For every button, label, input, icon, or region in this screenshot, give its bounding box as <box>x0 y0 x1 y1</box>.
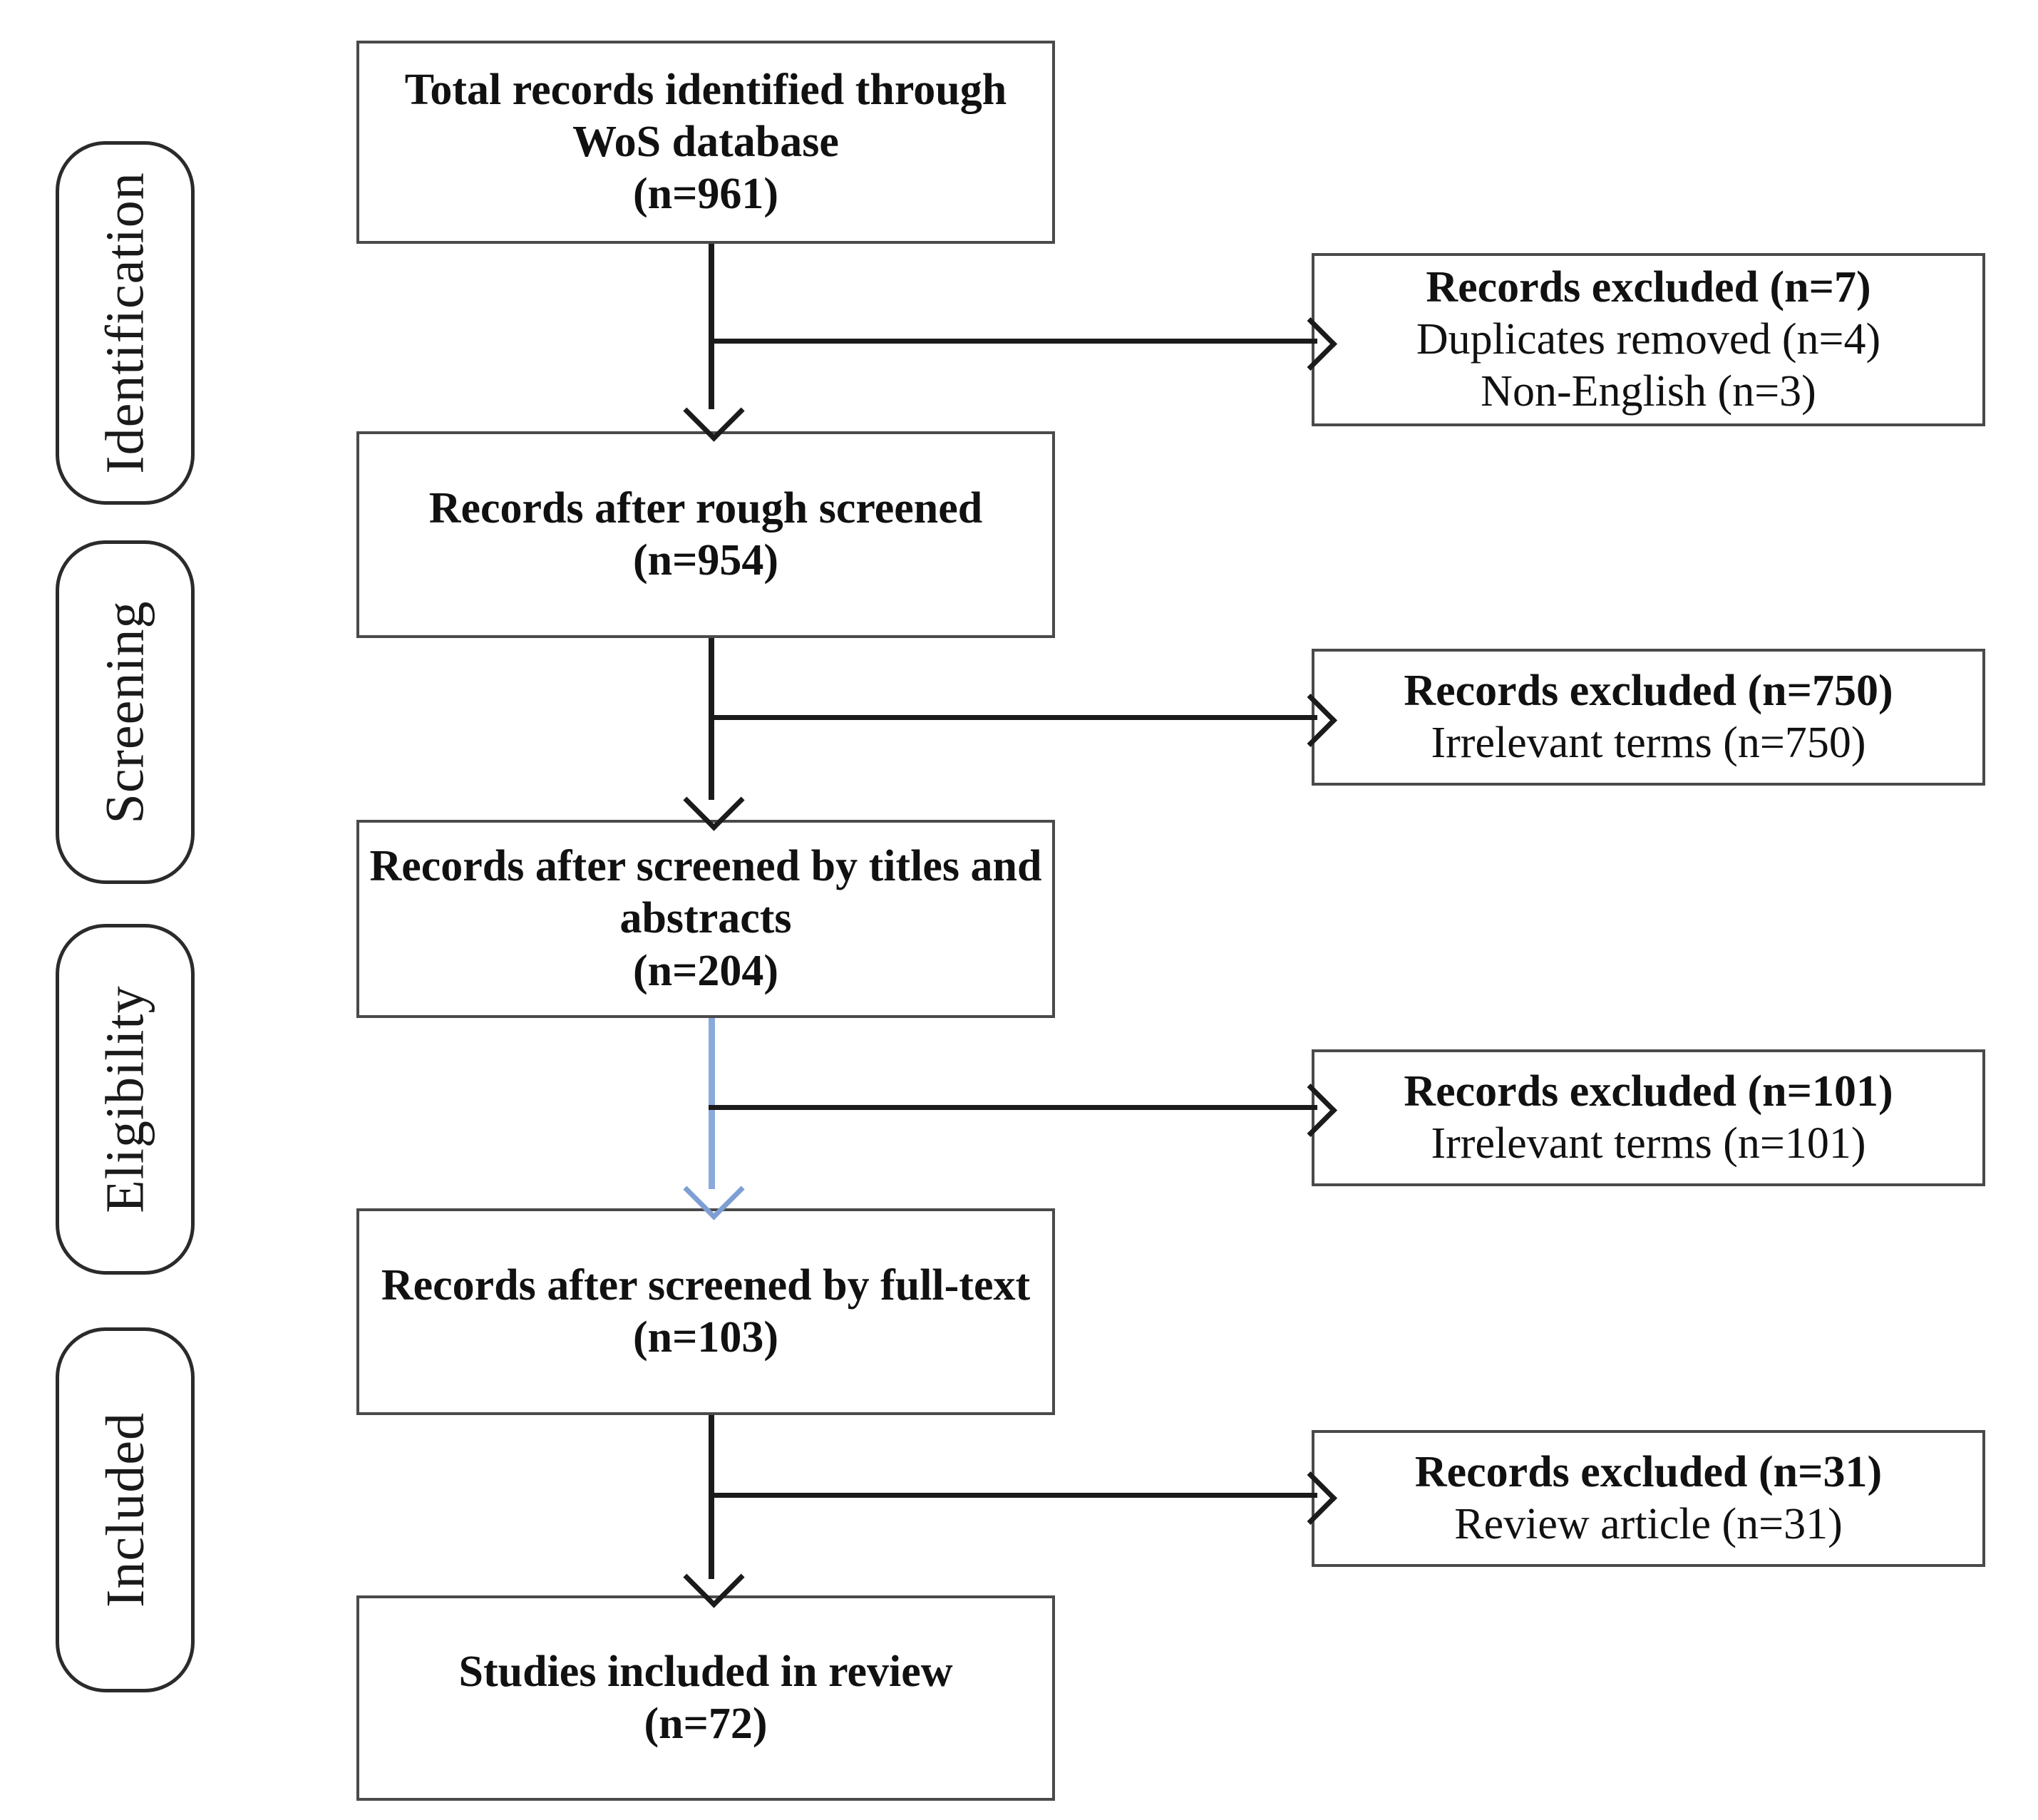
exclusion-box-1: Records excluded (n=7) Duplicates remove… <box>1312 253 1985 426</box>
stage-label-eligibility: Eligibility <box>95 985 155 1213</box>
flow-box-line: Records after screened by titles and <box>369 842 1042 891</box>
flow-box-studies-included: Studies included in review (n=72) <box>356 1595 1055 1801</box>
flow-box-line: (n=72) <box>644 1700 768 1748</box>
exclusion-line: Review article (n=31) <box>1454 1500 1843 1548</box>
stage-pill-identification: Identification <box>56 141 195 505</box>
exclusion-line: Records excluded (n=7) <box>1426 262 1871 312</box>
flow-box-line: Records after screened by full-text <box>381 1260 1031 1310</box>
flow-box-line: (n=103) <box>632 1313 779 1362</box>
exclusion-line: Irrelevant terms (n=750) <box>1431 719 1866 767</box>
stage-pill-eligibility: Eligibility <box>56 924 195 1275</box>
stage-label-included: Included <box>95 1412 155 1608</box>
stage-label-identification: Identification <box>95 172 155 474</box>
connector-box4-to-exclusion4 <box>709 1493 1317 1498</box>
exclusion-box-4: Records excluded (n=31) Review article (… <box>1312 1430 1985 1567</box>
flow-box-rough-screened: Records after rough screened (n=954) <box>356 431 1055 638</box>
connector-box1-to-box2 <box>709 244 714 409</box>
flow-box-total-records: Total records identified through WoS dat… <box>356 41 1055 244</box>
stage-pill-screening: Screening <box>56 540 195 884</box>
flow-box-line: Studies included in review <box>458 1647 953 1696</box>
flow-box-line: (n=954) <box>632 536 779 585</box>
flow-box-line: Records after rough screened <box>428 483 983 533</box>
connector-box2-to-exclusion2 <box>709 715 1317 720</box>
flow-box-line: WoS database <box>572 117 839 166</box>
flow-box-titles-abstracts: Records after screened by titles and abs… <box>356 820 1055 1018</box>
exclusion-line: Records excluded (n=31) <box>1414 1447 1883 1496</box>
flow-box-line: abstracts <box>619 894 792 943</box>
exclusion-box-3: Records excluded (n=101) Irrelevant term… <box>1312 1049 1985 1186</box>
connector-box3-to-box4 <box>709 1018 715 1189</box>
flow-box-line: (n=204) <box>632 946 779 995</box>
flow-box-full-text: Records after screened by full-text (n=1… <box>356 1208 1055 1415</box>
connector-box1-to-exclusion1 <box>709 339 1317 344</box>
stage-label-screening: Screening <box>95 600 155 824</box>
flow-box-line: (n=961) <box>632 170 779 219</box>
exclusion-line: Records excluded (n=750) <box>1404 666 1893 715</box>
exclusion-line: Irrelevant terms (n=101) <box>1431 1119 1866 1168</box>
exclusion-box-2: Records excluded (n=750) Irrelevant term… <box>1312 649 1985 786</box>
stage-pill-included: Included <box>56 1327 195 1692</box>
exclusion-line: Non-English (n=3) <box>1481 367 1816 416</box>
connector-box3-to-exclusion3 <box>709 1105 1317 1110</box>
flow-box-line: Total records identified through <box>404 65 1007 114</box>
exclusion-line: Records excluded (n=101) <box>1404 1066 1893 1116</box>
exclusion-line: Duplicates removed (n=4) <box>1416 314 1881 364</box>
